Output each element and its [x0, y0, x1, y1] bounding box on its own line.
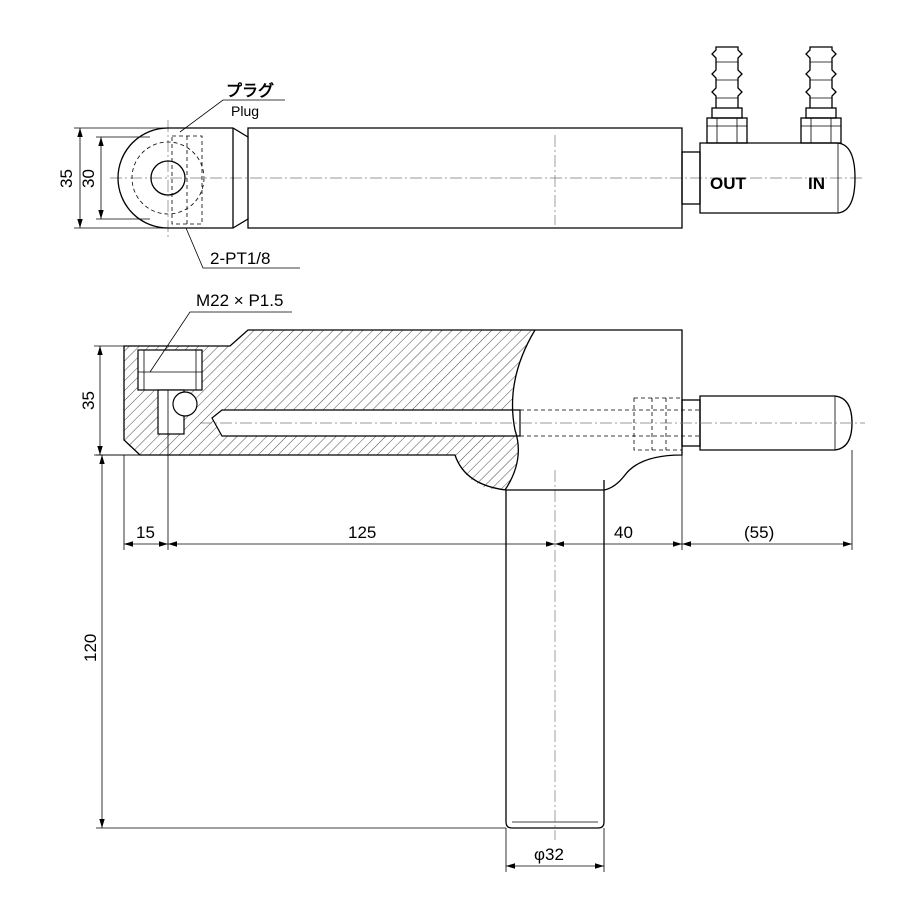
dim-35-front: 35 — [79, 391, 98, 410]
plug-leader — [179, 99, 285, 133]
manifold-block — [699, 142, 856, 214]
top-view: OUT IN プラグ Plug 2-PT1/8 35 30 — [57, 46, 865, 269]
dim-phi32: φ32 — [534, 845, 564, 864]
dim-120: 120 — [81, 634, 100, 662]
dim-125: 125 — [348, 523, 376, 542]
pipe-fitting-hidden — [633, 397, 683, 451]
cross-hole — [172, 391, 198, 417]
front-view: M22 × P1.5 35 15 125 40 (55) 120 φ32 — [79, 291, 865, 872]
m22-thread-bore — [137, 349, 203, 391]
dim-55: (55) — [744, 523, 774, 542]
fitting-out — [706, 46, 748, 144]
m22-leader — [149, 311, 292, 373]
port-thread-label: 2-PT1/8 — [210, 249, 270, 268]
ring-outer-hidden — [131, 141, 205, 215]
front-body-outline — [123, 329, 683, 491]
out-label: OUT — [710, 174, 747, 193]
fitting-in — [800, 46, 842, 144]
m22-label: M22 × P1.5 — [196, 291, 283, 310]
plug-jp-label: プラグ — [226, 81, 274, 100]
section-break-line — [504, 329, 536, 491]
dim-35-top: 35 — [57, 169, 76, 188]
dim-30-top: 30 — [79, 169, 98, 188]
dim-15: 15 — [136, 523, 155, 542]
plug-en-label: Plug — [231, 103, 259, 119]
dim-40: 40 — [614, 523, 633, 542]
handle-rod — [505, 480, 605, 829]
port-leader — [185, 227, 300, 269]
in-label: IN — [808, 174, 825, 193]
ring-bore — [150, 160, 186, 196]
